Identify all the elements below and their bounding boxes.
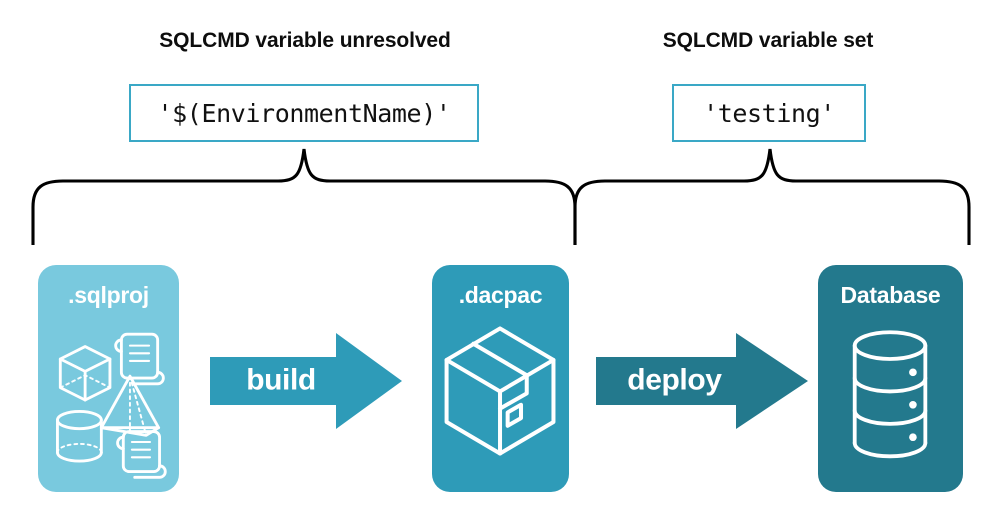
- sqlcmd-value-box-left: '$(EnvironmentName)': [129, 84, 479, 142]
- cylinder-icon: [56, 410, 103, 463]
- stage-label-sqlproj: .sqlproj: [68, 282, 149, 308]
- sqlcmd-value-box-right: 'testing': [672, 84, 866, 142]
- database-cylinder-icon: [818, 317, 963, 484]
- stage-box-database[interactable]: Database: [818, 265, 963, 492]
- script-scroll-icon: [114, 332, 165, 386]
- arrow-build: build: [210, 333, 402, 429]
- stage-box-sqlproj[interactable]: .sqlproj: [38, 265, 179, 492]
- cube-icon: [58, 345, 112, 402]
- annotation-heading-right: SQLCMD variable set: [662, 29, 874, 52]
- stage-label-database: Database: [840, 282, 941, 308]
- project-artifacts-icon: [38, 317, 179, 484]
- stage-label-dacpac: .dacpac: [458, 282, 543, 308]
- stage-box-dacpac[interactable]: .dacpac: [432, 265, 569, 492]
- sqlcmd-value-left: '$(EnvironmentName)': [157, 98, 451, 128]
- script-scroll-icon: [116, 430, 167, 479]
- brace-left-icon: [30, 145, 578, 247]
- arrow-deploy: deploy: [596, 333, 808, 429]
- annotation-heading-left: SQLCMD variable unresolved: [159, 29, 451, 52]
- package-box-icon: [432, 317, 569, 484]
- sqlcmd-value-right: 'testing': [703, 98, 835, 128]
- brace-right-icon: [572, 145, 972, 247]
